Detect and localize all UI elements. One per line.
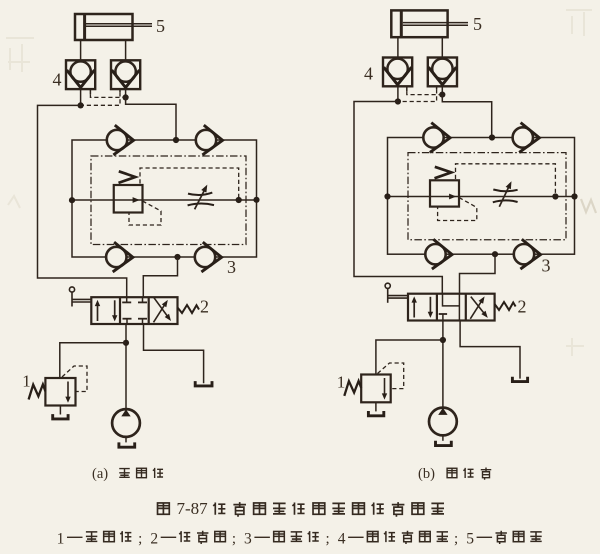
svg-text:7-87: 7-87	[177, 499, 209, 518]
svg-text:4: 4	[53, 70, 62, 90]
svg-text:1: 1	[57, 531, 65, 548]
svg-text:;: ;	[454, 531, 458, 547]
svg-text:3: 3	[244, 531, 252, 548]
svg-text:5: 5	[156, 16, 165, 36]
svg-text:1: 1	[337, 373, 346, 392]
svg-text:5: 5	[466, 531, 474, 548]
svg-text:;: ;	[138, 531, 142, 547]
svg-text:5: 5	[473, 14, 482, 34]
svg-text:2: 2	[150, 531, 158, 548]
svg-text:3: 3	[227, 257, 236, 277]
svg-text:4: 4	[338, 531, 346, 548]
svg-text:1: 1	[22, 372, 31, 391]
svg-text:(b): (b)	[418, 466, 435, 482]
svg-text:(a): (a)	[92, 466, 108, 482]
svg-text:;: ;	[232, 531, 236, 547]
svg-text:2: 2	[200, 297, 209, 317]
svg-text:;: ;	[326, 531, 330, 547]
svg-text:4: 4	[364, 64, 373, 84]
svg-text:3: 3	[542, 256, 551, 276]
svg-text:2: 2	[518, 297, 527, 317]
